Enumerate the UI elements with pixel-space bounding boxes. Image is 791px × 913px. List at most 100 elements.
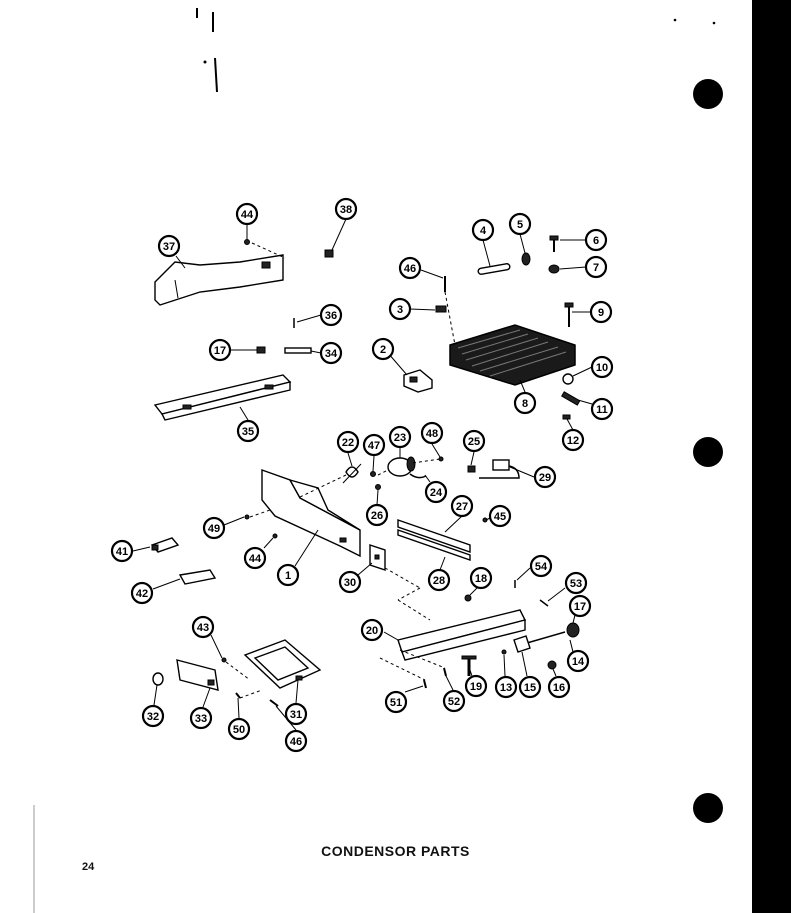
svg-text:13: 13 bbox=[500, 682, 512, 694]
callout-25: 25 bbox=[462, 429, 486, 453]
callout-46-b: 46 bbox=[284, 729, 308, 753]
binding-edge-bar bbox=[752, 0, 791, 913]
part-35-rail bbox=[153, 374, 292, 421]
svg-text:44: 44 bbox=[241, 209, 254, 221]
svg-text:7: 7 bbox=[593, 262, 599, 274]
part-44-screw bbox=[244, 239, 250, 245]
part-12-clip bbox=[562, 414, 571, 420]
part-47-washer bbox=[370, 471, 376, 477]
callout-41: 41 bbox=[110, 539, 134, 563]
part-5-nut bbox=[521, 252, 531, 266]
part-11-bracket bbox=[561, 391, 581, 406]
callout-46: 46 bbox=[398, 256, 422, 280]
part-22-fan-blade bbox=[342, 463, 362, 484]
callout-43: 43 bbox=[191, 615, 215, 639]
callout-11: 11 bbox=[590, 397, 614, 421]
svg-text:2: 2 bbox=[380, 344, 386, 356]
svg-text:49: 49 bbox=[208, 523, 220, 535]
callout-15: 15 bbox=[518, 675, 542, 699]
svg-text:45: 45 bbox=[494, 511, 506, 523]
part-10-bushing bbox=[562, 373, 574, 385]
part-33-bracket bbox=[176, 659, 219, 691]
callout-24: 24 bbox=[424, 480, 448, 504]
diagram-caption: CONDENSOR PARTS bbox=[321, 843, 470, 859]
part-20-base-channel bbox=[397, 609, 527, 661]
svg-text:50: 50 bbox=[233, 724, 245, 736]
svg-text:5: 5 bbox=[517, 219, 523, 231]
callout-38: 38 bbox=[334, 197, 358, 221]
callout-31: 31 bbox=[284, 702, 308, 726]
part-13-washer bbox=[501, 649, 507, 655]
svg-text:43: 43 bbox=[197, 622, 209, 634]
svg-text:14: 14 bbox=[572, 656, 585, 668]
callout-51: 51 bbox=[384, 690, 408, 714]
part-28-rail bbox=[397, 529, 471, 561]
callout-30: 30 bbox=[338, 570, 362, 594]
svg-text:34: 34 bbox=[325, 348, 338, 360]
callout-54: 54 bbox=[529, 554, 553, 578]
part-7-grommet bbox=[548, 264, 560, 274]
svg-text:17: 17 bbox=[574, 601, 586, 613]
part-8-condenser-coil bbox=[449, 324, 576, 386]
svg-text:53: 53 bbox=[570, 578, 582, 590]
svg-text:42: 42 bbox=[136, 588, 148, 600]
svg-text:24: 24 bbox=[430, 487, 443, 499]
svg-text:18: 18 bbox=[475, 573, 487, 585]
svg-text:23: 23 bbox=[394, 432, 406, 444]
part-30-plate bbox=[369, 544, 386, 571]
svg-text:46: 46 bbox=[290, 736, 302, 748]
callout-53: 53 bbox=[564, 571, 588, 595]
svg-text:44: 44 bbox=[249, 553, 262, 565]
part-26-screw bbox=[375, 484, 381, 490]
svg-text:9: 9 bbox=[598, 307, 604, 319]
callout-2: 2 bbox=[371, 337, 395, 361]
svg-text:31: 31 bbox=[290, 709, 302, 721]
callout-4: 4 bbox=[471, 218, 495, 242]
svg-text:54: 54 bbox=[535, 561, 548, 573]
callout-7: 7 bbox=[584, 255, 608, 279]
svg-text:37: 37 bbox=[163, 241, 175, 253]
svg-text:25: 25 bbox=[468, 436, 480, 448]
part-15-block bbox=[513, 635, 531, 653]
svg-text:4: 4 bbox=[480, 225, 487, 237]
svg-text:33: 33 bbox=[195, 713, 207, 725]
part-42-bracket bbox=[178, 569, 217, 585]
part-2-bracket bbox=[403, 369, 433, 393]
callout-16: 16 bbox=[547, 675, 571, 699]
svg-text:36: 36 bbox=[325, 310, 337, 322]
svg-text:15: 15 bbox=[524, 682, 536, 694]
punch-hole-bottom bbox=[693, 793, 723, 823]
svg-text:12: 12 bbox=[567, 435, 579, 447]
svg-text:30: 30 bbox=[344, 577, 356, 589]
part-31-tray bbox=[243, 639, 322, 689]
callout-10: 10 bbox=[590, 355, 614, 379]
callout-33: 33 bbox=[189, 706, 213, 730]
part-52-pin bbox=[443, 667, 447, 677]
callout-29: 29 bbox=[533, 465, 557, 489]
svg-text:16: 16 bbox=[553, 682, 565, 694]
callout-20: 20 bbox=[360, 618, 384, 642]
callout-52: 52 bbox=[442, 689, 466, 713]
callout-3: 3 bbox=[388, 297, 412, 321]
callout-44: 44 bbox=[235, 202, 259, 226]
callouts: 44 38 37 4 5 6 7 46 3 9 36 17 34 2 10 8 … bbox=[110, 197, 614, 753]
part-17-knob bbox=[566, 622, 580, 638]
callout-44-b: 44 bbox=[243, 546, 267, 570]
callout-45: 45 bbox=[488, 504, 512, 528]
callout-27: 27 bbox=[450, 494, 474, 518]
part-46-pin-b bbox=[269, 699, 279, 707]
callout-42: 42 bbox=[130, 581, 154, 605]
svg-text:46: 46 bbox=[404, 263, 416, 275]
callout-5: 5 bbox=[508, 212, 532, 236]
callout-12: 12 bbox=[561, 428, 585, 452]
part-38-clip bbox=[324, 249, 334, 258]
svg-text:6: 6 bbox=[593, 235, 599, 247]
part-44-screw-b bbox=[272, 533, 278, 539]
part-16-nut bbox=[547, 660, 557, 670]
callout-9: 9 bbox=[589, 300, 613, 324]
callout-17-b: 17 bbox=[568, 594, 592, 618]
svg-text:28: 28 bbox=[433, 575, 445, 587]
part-43-screw bbox=[221, 657, 227, 663]
